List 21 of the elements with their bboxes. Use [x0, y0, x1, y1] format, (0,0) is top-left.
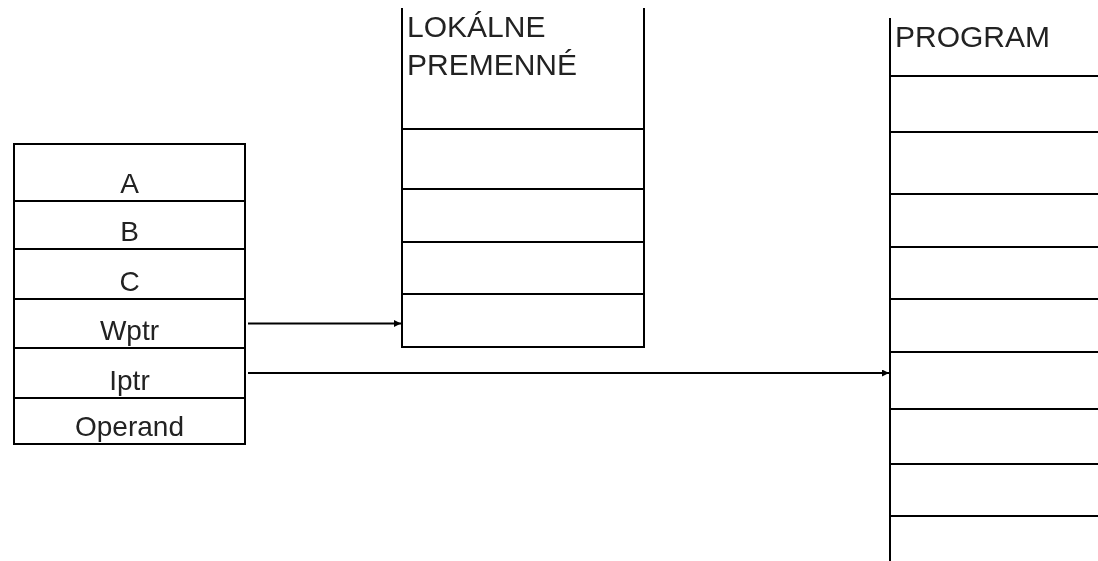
- empty-cell: [401, 293, 645, 348]
- register-cell: [13, 347, 246, 399]
- register-name: Wptr: [99, 315, 160, 347]
- arrow: [247, 369, 890, 377]
- register-name: Iptr: [109, 365, 150, 397]
- column-title: LOKÁLNE PREMENNÉ: [407, 9, 579, 83]
- empty-cell: [401, 128, 645, 190]
- register-cell: [13, 248, 246, 300]
- register-name: B: [120, 216, 139, 248]
- register-name: A: [120, 168, 139, 200]
- stack-header-cell: [401, 8, 645, 130]
- register-cell: [13, 200, 246, 250]
- empty-cell: [401, 188, 645, 243]
- column-title: PROGRAM: [895, 19, 1051, 55]
- arrow: [247, 320, 402, 327]
- empty-cell: [401, 241, 645, 295]
- register-cell: [13, 397, 246, 445]
- register-cell: [13, 143, 246, 202]
- register-cell: [13, 298, 246, 349]
- register-name: Operand: [75, 411, 184, 443]
- register-name: C: [119, 266, 140, 298]
